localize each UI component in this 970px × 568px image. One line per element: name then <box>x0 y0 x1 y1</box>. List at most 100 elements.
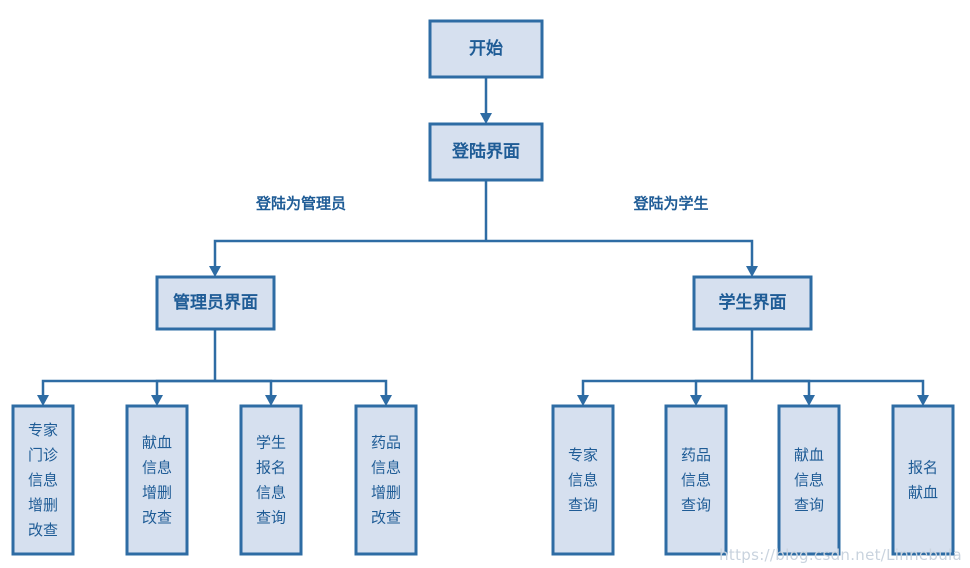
node-label-line: 增删 <box>371 483 401 501</box>
edge-admin-to-expert-clinic-info-crud <box>37 379 215 406</box>
node-shape <box>155 275 276 331</box>
arrowhead-icon <box>265 395 277 406</box>
edge-path <box>581 379 752 395</box>
arrowhead-icon <box>37 395 49 406</box>
node-label-line: 药品 <box>371 433 401 451</box>
node-label: 专家信息查询 <box>568 446 598 514</box>
node-shape <box>692 275 813 331</box>
node-label-line: 开始 <box>469 38 503 59</box>
edge-admin-to-medicine-info-crud <box>215 379 392 406</box>
node-label-line: 献血 <box>142 433 172 451</box>
node-shape <box>11 404 75 556</box>
node-shape <box>891 404 955 556</box>
edge-start-to-login <box>480 77 492 124</box>
node-label-line: 献血 <box>794 446 824 464</box>
node-label-line: 增删 <box>28 496 58 514</box>
node-shape <box>125 404 189 556</box>
node-expert-info-query[interactable]: 专家信息查询 <box>551 404 615 556</box>
node-shape <box>777 404 841 556</box>
node-label-line: 信息 <box>256 483 286 501</box>
node-label-line: 增删 <box>142 483 172 501</box>
node-label: 开始 <box>469 38 503 59</box>
edge-path <box>215 379 273 395</box>
edge-label-login-as-admin: 登陆为管理员 <box>255 195 346 213</box>
node-label-line: 改查 <box>371 508 401 526</box>
node-label-line: 学生 <box>256 433 286 451</box>
node-label-line: 专家 <box>28 421 58 439</box>
edge-login-to-student <box>486 239 758 277</box>
arrowhead-icon <box>209 266 221 277</box>
node-label-line: 信息 <box>142 458 172 476</box>
node-medicine-info-query[interactable]: 药品信息查询 <box>664 404 728 556</box>
node-label-line: 登陆界面 <box>451 141 520 162</box>
node-blood-donation-info-query[interactable]: 献血信息查询 <box>777 404 841 556</box>
edge-login-to-admin <box>209 239 486 277</box>
node-label-line: 学生界面 <box>719 292 787 313</box>
arrowhead-icon <box>917 395 929 406</box>
node-start[interactable]: 开始 <box>428 19 544 79</box>
node-shape <box>354 404 418 556</box>
node-label: 献血信息增删改查 <box>142 433 172 526</box>
node-label-line: 查询 <box>794 496 824 514</box>
arrowhead-icon <box>380 395 392 406</box>
node-label: 专家门诊信息增删改查 <box>28 421 58 539</box>
node-label: 管理员界面 <box>173 292 258 313</box>
edge-path <box>752 379 811 395</box>
arrowhead-icon <box>803 395 815 406</box>
edge-path <box>213 239 486 266</box>
node-label-line: 查询 <box>681 496 711 514</box>
node-label-line: 报名 <box>908 458 938 476</box>
edge-admin-to-blood-donation-info-crud <box>151 379 215 406</box>
edge-path <box>41 379 215 395</box>
node-label: 学生界面 <box>719 292 787 313</box>
edge-label-login-as-student: 登陆为学生 <box>632 195 708 213</box>
node-label: 药品信息增删改查 <box>371 433 401 526</box>
edge-student-to-expert-info-query <box>577 379 752 406</box>
edge-path <box>215 379 388 395</box>
node-label-line: 查询 <box>256 508 286 526</box>
node-admin-interface[interactable]: 管理员界面 <box>155 275 276 331</box>
node-label-line: 信息 <box>28 471 58 489</box>
node-label-line: 信息 <box>794 471 824 489</box>
arrowhead-icon <box>746 266 758 277</box>
edge-path <box>752 379 925 395</box>
node-shape <box>428 122 544 182</box>
node-label-line: 专家 <box>568 446 598 464</box>
node-label-line: 信息 <box>681 471 711 489</box>
node-label-line: 门诊 <box>28 446 58 464</box>
edge-student-to-blood-donation-info-query <box>752 379 815 406</box>
node-login-interface[interactable]: 登陆界面 <box>428 122 544 182</box>
arrowhead-icon <box>577 395 589 406</box>
node-register-blood-donation[interactable]: 报名献血 <box>891 404 955 556</box>
arrowhead-icon <box>151 395 163 406</box>
node-label: 药品信息查询 <box>681 446 711 514</box>
node-label: 学生报名信息查询 <box>256 433 286 526</box>
node-label-line: 信息 <box>568 471 598 489</box>
node-expert-clinic-info-crud[interactable]: 专家门诊信息增删改查 <box>11 404 75 556</box>
node-shape <box>664 404 728 556</box>
node-shape <box>551 404 615 556</box>
node-label-line: 改查 <box>142 508 172 526</box>
node-label-line: 改查 <box>28 521 58 539</box>
edge-path <box>155 379 215 395</box>
node-label-line: 献血 <box>908 483 938 501</box>
node-shape <box>428 19 544 79</box>
arrowhead-icon <box>480 113 492 124</box>
edge-student-to-medicine-info-query <box>690 379 752 406</box>
edge-path <box>694 379 752 395</box>
edge-path <box>486 239 754 266</box>
node-label-line: 信息 <box>371 458 401 476</box>
node-label-line: 管理员界面 <box>173 292 258 313</box>
node-label: 报名献血 <box>908 458 938 501</box>
node-label: 登陆界面 <box>451 141 520 162</box>
node-blood-donation-info-crud[interactable]: 献血信息增删改查 <box>125 404 189 556</box>
arrowhead-icon <box>690 395 702 406</box>
node-student-interface[interactable]: 学生界面 <box>692 275 813 331</box>
node-shape <box>239 404 303 556</box>
node-medicine-info-crud[interactable]: 药品信息增删改查 <box>354 404 418 556</box>
node-label-line: 查询 <box>568 496 598 514</box>
node-student-registration-info-query[interactable]: 学生报名信息查询 <box>239 404 303 556</box>
watermark-text: https://blog.csdn.net/Linnebula <box>719 546 962 564</box>
